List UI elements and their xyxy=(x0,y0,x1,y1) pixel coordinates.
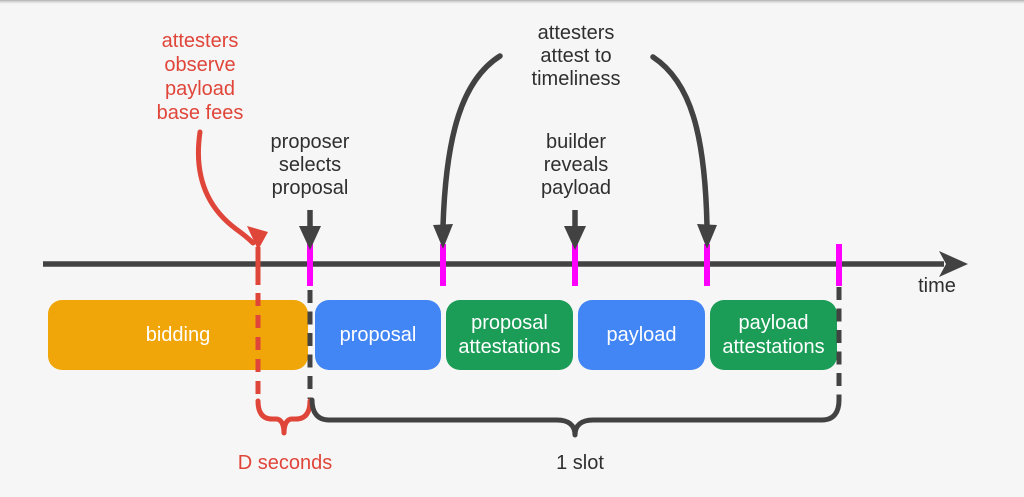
attest-left-arrowhead-icon xyxy=(433,224,453,249)
label-attest-timeliness: attesters attest to timeliness xyxy=(531,22,621,90)
label-d-seconds: D seconds xyxy=(237,452,333,474)
block-payload: payload xyxy=(578,300,705,370)
label-one-slot: 1 slot xyxy=(556,452,604,474)
label-observe-fees: attesters observe payload base fees xyxy=(156,30,244,124)
label-builder-reveals: builder reveals payload xyxy=(540,131,612,199)
one-slot-brace xyxy=(309,397,842,438)
attest-right-arrowhead-icon xyxy=(697,224,717,249)
observe-fees-curved-arrow xyxy=(195,129,256,246)
block-bidding: bidding xyxy=(48,300,308,370)
top-edge-shadow xyxy=(0,0,1024,4)
d-seconds-brace xyxy=(255,398,313,436)
builder-arrowhead-icon xyxy=(564,226,586,250)
block-payload-attestations: payload attestations xyxy=(710,300,837,370)
proposer-arrowhead-icon xyxy=(299,226,321,250)
block-proposal-attestations: proposal attestations xyxy=(446,300,573,370)
time-axis-label: time xyxy=(918,275,956,297)
block-proposal: proposal xyxy=(315,300,441,370)
attest-left-curved-arrow xyxy=(440,53,503,229)
label-proposer-selects: proposer selects proposal xyxy=(270,131,350,199)
observe-fees-arrowhead-icon xyxy=(247,226,268,250)
attest-right-curved-arrow xyxy=(650,54,710,229)
